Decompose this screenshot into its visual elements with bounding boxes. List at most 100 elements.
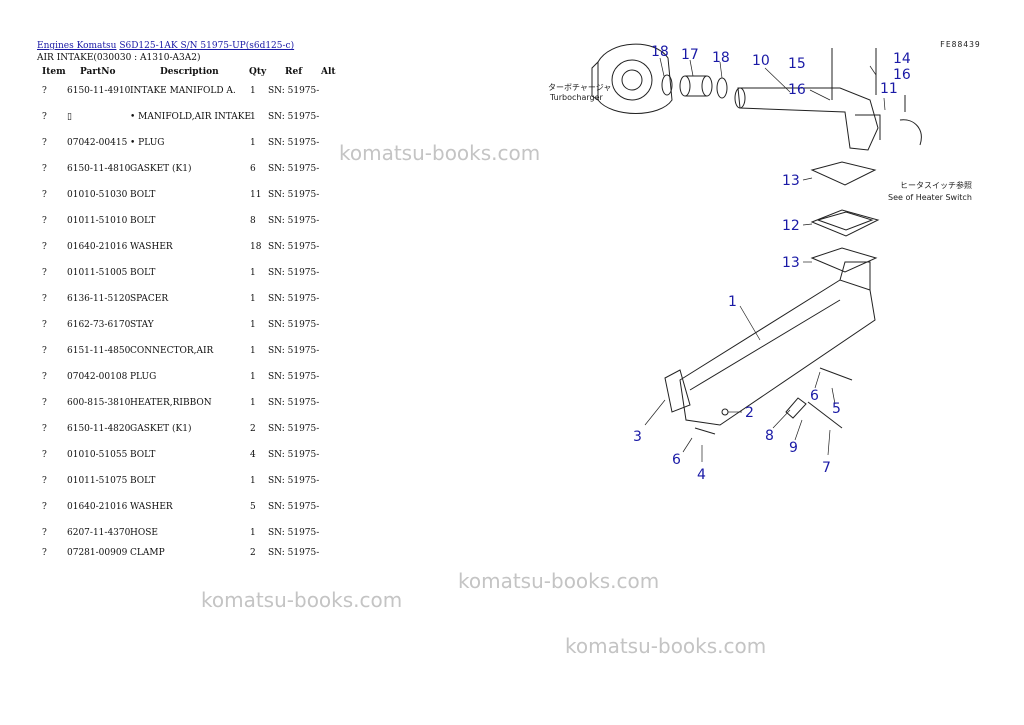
callout: 6: [810, 388, 819, 404]
figure-code: FE88439: [940, 40, 981, 49]
note-heater-en: See of Heater Switch: [888, 193, 972, 202]
callout: 6: [672, 452, 681, 468]
cell-partno: 01011-51075: [67, 476, 128, 486]
cell-item: ?: [42, 138, 47, 148]
col-header-description: Description: [160, 67, 219, 77]
cell-ref: SN: 51975-: [268, 450, 320, 460]
cell-qty: 5: [250, 502, 256, 512]
callout: 16: [893, 67, 911, 83]
watermark: komatsu-books.com: [201, 588, 403, 612]
cell-ref: SN: 51975-: [268, 216, 320, 226]
cell-description: CONNECTOR,AIR: [130, 346, 214, 356]
cell-partno: 01011-51010: [67, 216, 128, 226]
cell-partno: 07042-00108: [67, 372, 128, 382]
cell-item: ?: [42, 216, 47, 226]
cell-ref: SN: 51975-: [268, 476, 320, 486]
cell-partno: 6150-11-4810: [67, 164, 131, 174]
cell-partno: 6136-11-5120: [67, 294, 131, 304]
cell-description: • MANIFOLD,AIR INTAKE: [130, 112, 252, 122]
callout: 10: [752, 53, 770, 69]
callout: 12: [782, 218, 800, 234]
cell-partno: 6207-11-4370: [67, 528, 131, 538]
cell-item: ?: [42, 294, 47, 304]
cell-description: GASKET (K1): [130, 424, 192, 434]
turbocharger-drawing: [591, 43, 673, 114]
cell-partno: 600-815-3810: [67, 398, 131, 408]
callout: 14: [893, 51, 911, 67]
bolt-drawing: [819, 367, 853, 381]
section-title: AIR INTAKE(030030 : A1310-A3A2): [37, 53, 201, 63]
exploded-parts-diagram: ターボチャージャ Turbocharger ヒータスイッチ参照 See of H…: [548, 43, 972, 483]
hose-drawing: [679, 75, 713, 97]
cell-qty: 1: [250, 372, 256, 382]
cell-qty: 1: [250, 398, 256, 408]
cell-item: ?: [42, 86, 47, 96]
col-header-qty: Qty: [249, 67, 267, 77]
watermark: komatsu-books.com: [565, 634, 767, 658]
callout: 17: [681, 47, 699, 63]
cell-ref: SN: 51975-: [268, 320, 320, 330]
callout: 3: [633, 429, 642, 445]
cell-qty: 1: [250, 138, 256, 148]
cell-ref: SN: 51975-: [268, 242, 320, 252]
cell-description: • PLUG: [130, 138, 165, 148]
cell-partno: 01010-51055: [67, 450, 128, 460]
cell-qty: 1: [250, 86, 256, 96]
cell-item: ?: [42, 346, 47, 356]
callout: 1: [728, 294, 737, 310]
callout: 5: [832, 401, 841, 417]
cell-ref: SN: 51975-: [268, 372, 320, 382]
callout: 18: [651, 44, 669, 60]
plug-drawing: [899, 95, 922, 146]
cell-qty: 4: [250, 450, 256, 460]
bolt-drawing: [807, 401, 843, 429]
cell-qty: 1: [250, 320, 256, 330]
col-header-item: Item: [42, 67, 66, 77]
cell-description: INTAKE MANIFOLD A.: [130, 86, 236, 96]
cell-description: HOSE: [130, 528, 158, 538]
callout: 15: [788, 56, 806, 72]
callout: 13: [782, 255, 800, 271]
cell-item: ?: [42, 190, 47, 200]
note-turbo-en: Turbocharger: [549, 93, 604, 102]
callout: 16: [788, 82, 806, 98]
col-header-ref: Ref: [285, 67, 303, 77]
cell-partno: 6151-11-4850: [67, 346, 131, 356]
breadcrumb-link-model[interactable]: S6D125-1AK S/N 51975-UP(s6d125-c): [119, 41, 295, 51]
cell-ref: SN: 51975-: [268, 528, 320, 538]
col-header-partno: PartNo: [80, 67, 116, 77]
cell-ref: SN: 51975-: [268, 190, 320, 200]
cell-qty: 2: [250, 424, 256, 434]
cell-description: SPACER: [130, 294, 169, 304]
callout: 4: [697, 467, 706, 483]
callout: 11: [880, 81, 898, 97]
cell-item: ?: [42, 502, 47, 512]
clamp-drawing: [716, 77, 728, 99]
cell-description: HEATER,RIBBON: [130, 398, 212, 408]
cell-partno: 6150-11-4820: [67, 424, 131, 434]
bolt-drawing: [694, 427, 716, 435]
cell-description: WASHER: [130, 502, 173, 512]
cell-description: WASHER: [130, 242, 173, 252]
cell-ref: SN: 51975-: [268, 268, 320, 278]
cell-description: BOLT: [130, 216, 156, 226]
gasket-drawing: [810, 161, 877, 186]
cell-qty: 1: [250, 268, 256, 278]
breadcrumb-link-engines[interactable]: Engines Komatsu: [37, 41, 117, 51]
cell-partno: 01010-51030: [67, 190, 128, 200]
callout: 13: [782, 173, 800, 189]
